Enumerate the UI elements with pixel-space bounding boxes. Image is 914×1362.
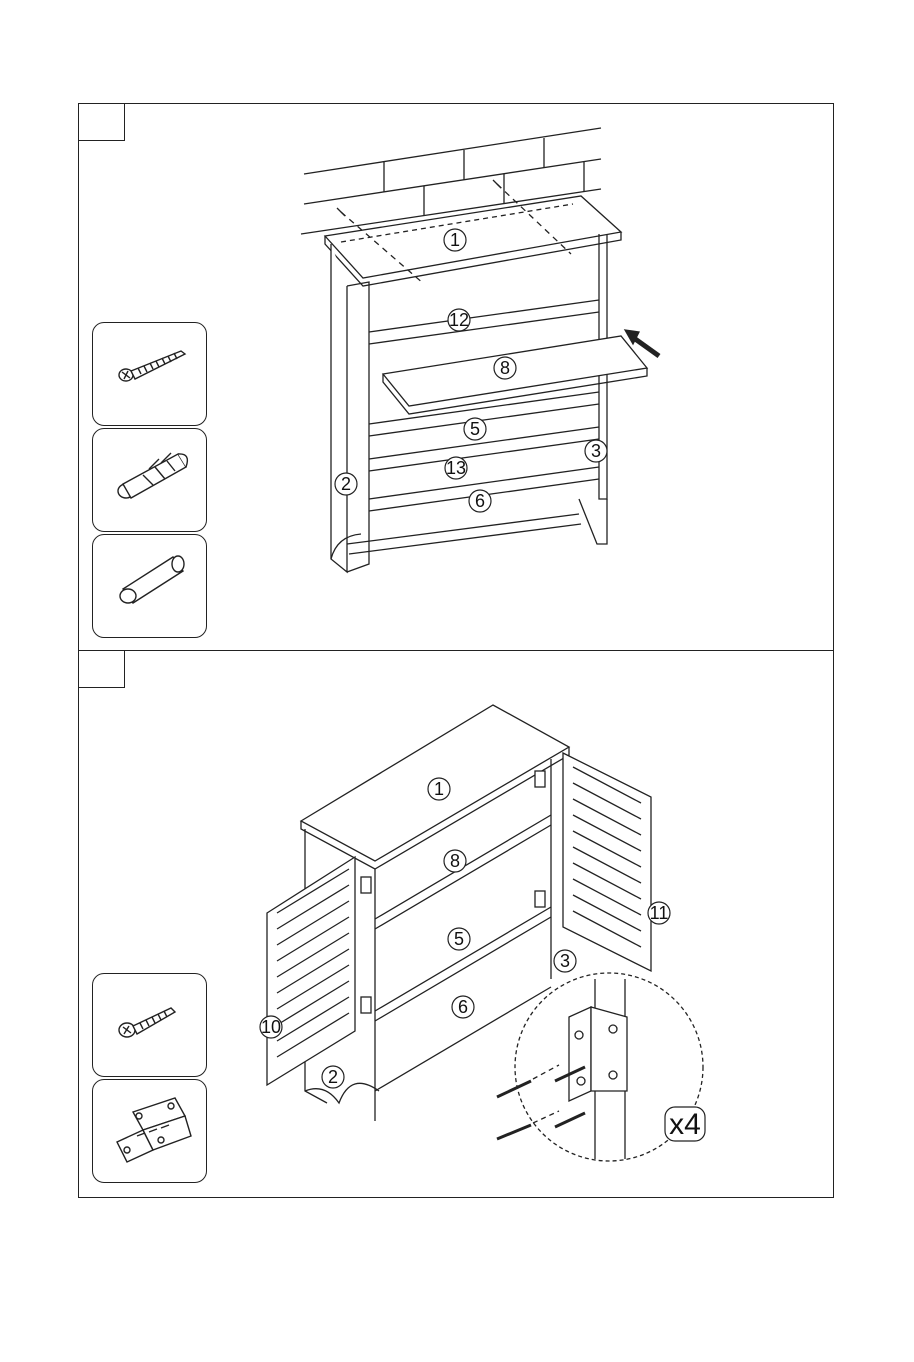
label-part-5: 5 bbox=[454, 929, 464, 949]
label-part-1: 1 bbox=[434, 779, 444, 799]
label-part-11: 11 bbox=[650, 903, 669, 923]
label-part-3: 3 bbox=[591, 441, 601, 461]
label-part-2: 2 bbox=[341, 474, 351, 494]
step-1-panel: 1 12 8 5 3 13 2 6 bbox=[78, 103, 834, 651]
label-part-12: 12 bbox=[449, 310, 469, 330]
quantity-label: x4 bbox=[669, 1108, 701, 1141]
label-part-2: 2 bbox=[328, 1067, 338, 1087]
label-part-8: 8 bbox=[450, 851, 460, 871]
label-part-8: 8 bbox=[500, 358, 510, 378]
step-2-panel: 1 8 5 6 3 2 10 11 x4 bbox=[78, 650, 834, 1198]
step-1-drawing: 1 12 8 5 3 13 2 6 bbox=[79, 104, 835, 652]
label-part-10: 10 bbox=[261, 1017, 281, 1037]
label-part-6: 6 bbox=[458, 997, 468, 1017]
label-part-3: 3 bbox=[560, 951, 570, 971]
label-part-5: 5 bbox=[470, 419, 480, 439]
label-part-6: 6 bbox=[475, 491, 485, 511]
label-part-13: 13 bbox=[446, 458, 466, 478]
step-2-drawing: 1 8 5 6 3 2 10 11 x4 bbox=[79, 651, 835, 1199]
label-part-1: 1 bbox=[450, 230, 460, 250]
